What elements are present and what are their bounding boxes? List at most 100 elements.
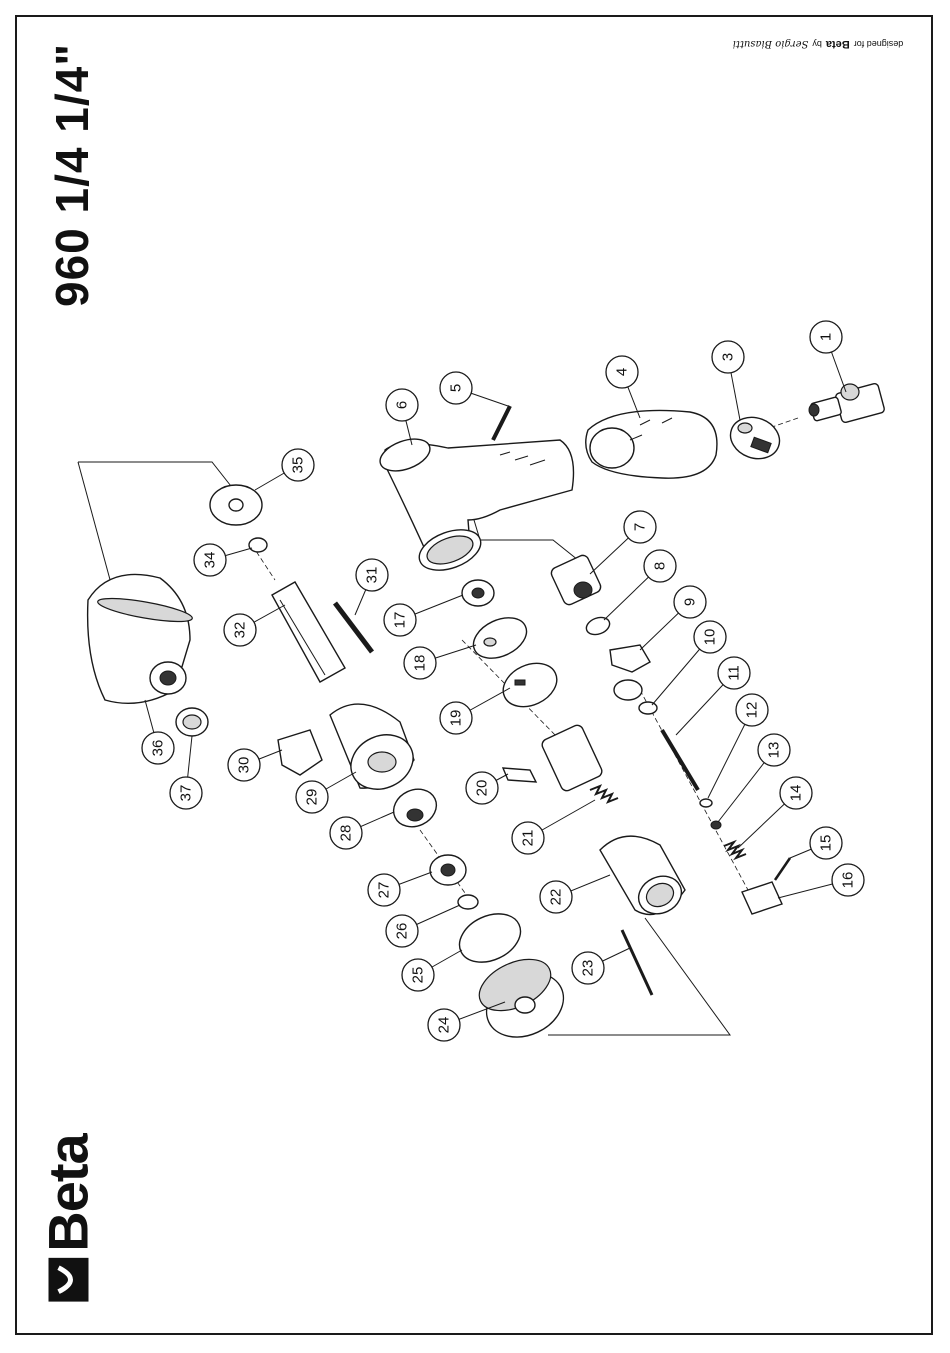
callout-15: 15 <box>790 827 842 859</box>
callout-8: 8 <box>604 550 676 620</box>
callout-number-23: 23 <box>580 960 597 977</box>
callout-number-19: 19 <box>448 710 465 727</box>
part-34-ring <box>249 538 267 552</box>
part-30-bracket <box>278 730 322 775</box>
callout-25: 25 <box>402 950 462 991</box>
callout-number-18: 18 <box>412 655 429 672</box>
callout-14: 14 <box>738 777 812 848</box>
callout-number-29: 29 <box>304 789 321 806</box>
callout-number-30: 30 <box>236 757 253 774</box>
callout-23: 23 <box>572 948 630 984</box>
callout-number-22: 22 <box>548 889 565 906</box>
part-26-washer <box>458 895 478 909</box>
callout-37: 37 <box>170 736 202 809</box>
callout-16: 16 <box>778 864 864 898</box>
credit-designer-signature: Sergio Biasutti <box>733 39 809 50</box>
part-12-ring <box>700 799 712 807</box>
callout-35: 35 <box>255 449 314 490</box>
part-13-ring <box>711 821 721 829</box>
part-14-spring <box>724 842 746 858</box>
callout-number-16: 16 <box>840 872 857 889</box>
callout-22: 22 <box>540 875 610 913</box>
callout-number-6: 6 <box>394 401 411 409</box>
callout-18: 18 <box>404 645 476 679</box>
part-3-plate <box>725 411 786 466</box>
callout-number-8: 8 <box>652 562 669 570</box>
callout-11: 11 <box>676 657 750 735</box>
callout-number-24: 24 <box>436 1017 453 1034</box>
callout-number-32: 32 <box>232 622 249 639</box>
callout-number-7: 7 <box>632 523 649 531</box>
callout-6: 6 <box>386 389 418 445</box>
callout-number-28: 28 <box>338 825 355 842</box>
part-1-air-inlet <box>809 383 885 423</box>
part-22-cylinder <box>600 836 688 921</box>
callout-10: 10 <box>652 621 726 705</box>
callout-28: 28 <box>330 812 394 849</box>
callout-31: 31 <box>355 559 388 615</box>
callout-29: 29 <box>296 772 356 813</box>
callout-1: 1 <box>810 321 846 392</box>
part-18-end-plate <box>467 610 533 666</box>
callout-17: 17 <box>384 595 463 636</box>
part-24-cover <box>471 949 574 1049</box>
designer-credit: designed for Beta by Sergio Biasutti <box>733 38 904 50</box>
part-36-front-housing <box>88 574 194 703</box>
credit-prefix: designed for <box>854 39 904 49</box>
callout-number-21: 21 <box>520 830 537 847</box>
callout-34: 34 <box>194 544 252 576</box>
callout-number-12: 12 <box>744 702 761 719</box>
part-5-pin <box>493 406 510 440</box>
callout-number-35: 35 <box>290 457 307 474</box>
callout-number-13: 13 <box>766 742 783 759</box>
part-23-pin <box>622 930 652 995</box>
brand-name: Beta <box>36 1134 101 1251</box>
callout-36: 36 <box>142 700 174 764</box>
callout-number-14: 14 <box>788 785 805 802</box>
callout-number-10: 10 <box>702 629 719 646</box>
callout-number-34: 34 <box>202 552 219 569</box>
credit-by: by <box>812 39 822 49</box>
callout-number-4: 4 <box>614 368 631 376</box>
callout-4: 4 <box>606 356 640 418</box>
callout-30: 30 <box>228 749 282 781</box>
credit-brand: Beta <box>826 38 850 50</box>
part-20-vane <box>503 768 536 782</box>
callout-number-37: 37 <box>178 785 195 802</box>
callout-number-15: 15 <box>818 835 835 852</box>
part-11-valve-stem <box>662 730 698 790</box>
brand-logo: Beta <box>36 1134 101 1301</box>
callout-number-11: 11 <box>726 665 743 681</box>
part-32-anvil-shaft <box>272 582 345 682</box>
part-4-handle-grip <box>586 410 717 478</box>
callout-26: 26 <box>386 905 460 947</box>
part-7-valve <box>549 553 602 606</box>
callout-number-20: 20 <box>474 780 491 797</box>
part-27-bearing <box>430 855 466 885</box>
part-31-pin <box>335 603 372 652</box>
part-35-washer <box>210 485 262 525</box>
callout-number-36: 36 <box>150 740 167 757</box>
part-8-o-ring <box>584 614 612 637</box>
callout-number-27: 27 <box>376 882 393 899</box>
beta-logo-mark-icon <box>48 1258 88 1302</box>
callout-27: 27 <box>368 872 432 906</box>
part-19-plate <box>496 655 564 715</box>
part-29-clutch-housing <box>330 704 422 799</box>
part-21-rotor <box>540 723 618 802</box>
callout-number-17: 17 <box>392 612 409 629</box>
callout-number-1: 1 <box>818 333 835 341</box>
callout-number-5: 5 <box>448 384 465 392</box>
callout-19: 19 <box>440 688 510 734</box>
part-10-washer <box>614 680 657 714</box>
model-title: 960 1/4 1/4" <box>45 43 99 307</box>
part-16-trigger <box>742 882 782 914</box>
callout-number-9: 9 <box>682 598 699 606</box>
part-15-pin <box>775 858 790 880</box>
part-37-bushing <box>176 708 208 736</box>
callout-number-26: 26 <box>394 923 411 940</box>
callout-32: 32 <box>224 605 285 646</box>
part-28-gear-ring <box>387 782 442 833</box>
part-6-housing <box>376 433 574 578</box>
